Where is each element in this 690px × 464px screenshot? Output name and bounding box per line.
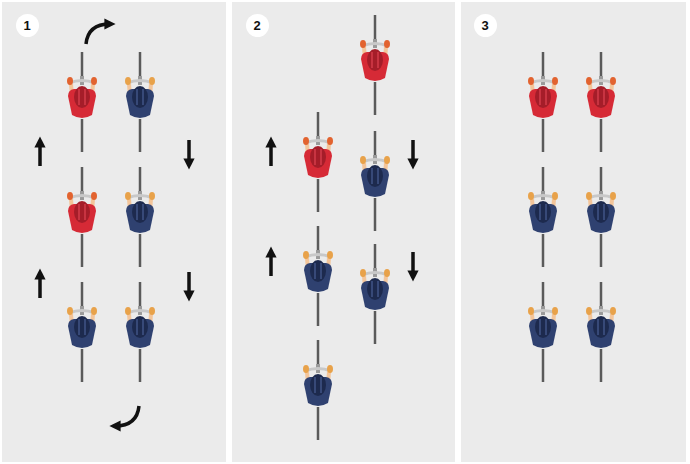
rider-red (67, 167, 97, 267)
rider-blue (360, 244, 390, 344)
rider-red (67, 52, 97, 152)
rider-blue (303, 226, 333, 326)
panel-ground (461, 2, 686, 462)
rider-blue (125, 282, 155, 382)
move-down-arrow (411, 140, 415, 164)
move-down-arrow (187, 140, 191, 164)
panel-number: 3 (481, 19, 488, 32)
rider-blue (125, 52, 155, 152)
rider-red (360, 15, 390, 115)
swing-over-arrow (86, 24, 110, 44)
panel-number-badge: 2 (246, 14, 269, 37)
move-down-arrow (187, 272, 191, 296)
panel-number: 2 (253, 19, 260, 32)
panel-number-badge: 1 (16, 14, 39, 37)
rider-blue (586, 282, 616, 382)
rider-red (586, 52, 616, 152)
rider-blue (67, 282, 97, 382)
rider-red (303, 112, 333, 212)
rider-blue (303, 340, 333, 440)
panel-number-badge: 3 (474, 14, 497, 37)
move-down-arrow (411, 252, 415, 276)
rider-blue (360, 131, 390, 231)
swing-over-arrow (115, 406, 139, 426)
move-up-arrow (38, 142, 42, 166)
move-up-arrow (269, 252, 273, 276)
rider-blue (528, 167, 558, 267)
panel-number: 1 (23, 19, 30, 32)
rider-blue (528, 282, 558, 382)
panel-ground (2, 2, 226, 462)
move-up-arrow (269, 142, 273, 166)
panel-ground (232, 2, 455, 462)
rider-red (528, 52, 558, 152)
rider-blue (125, 167, 155, 267)
move-up-arrow (38, 274, 42, 298)
rider-blue (586, 167, 616, 267)
